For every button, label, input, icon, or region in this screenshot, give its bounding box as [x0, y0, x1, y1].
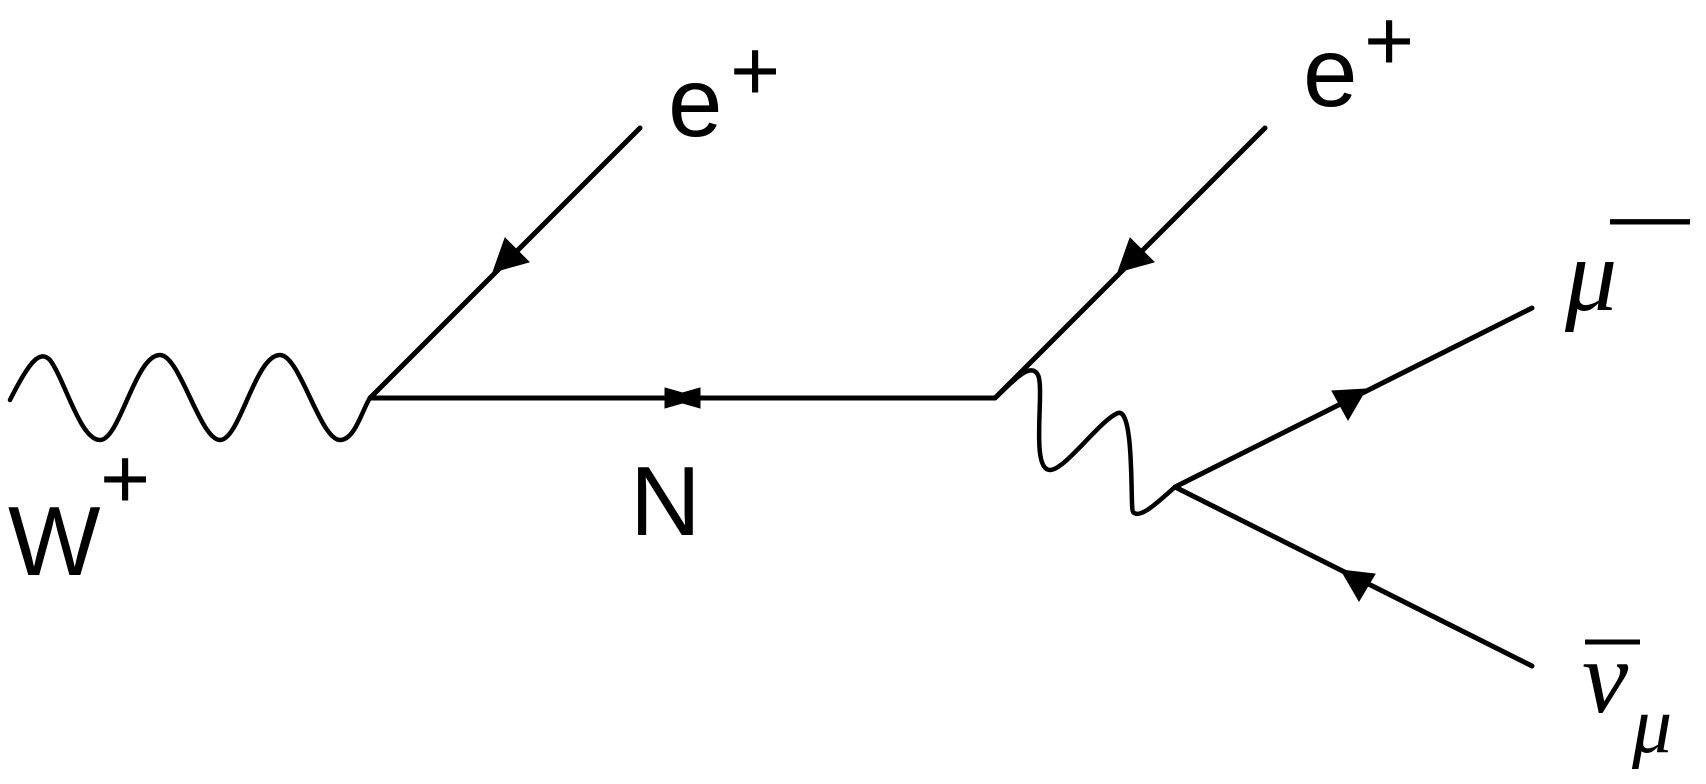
w-label-main: W [8, 486, 101, 596]
muon-arrow [1331, 388, 1367, 422]
mu-label-main: μ [1564, 218, 1617, 333]
e1-label-sup: + [730, 23, 780, 119]
positron-label-2: e + [1303, 0, 1414, 127]
mu-label-sup: — [1610, 170, 1690, 259]
e1-label-main: e [668, 47, 723, 157]
e2-label-main: e [1303, 17, 1358, 127]
majorana-mass-insertion [663, 387, 702, 409]
w-boson-propagator [7, 352, 373, 443]
positron-arrow-2 [1117, 237, 1155, 273]
nu-label-sub: μ [1631, 682, 1672, 770]
nu-label-main: ν [1582, 620, 1629, 735]
positron-label-1: e + [668, 23, 780, 157]
muon-label: μ — [1564, 170, 1690, 333]
positron-arrow-1 [492, 237, 530, 273]
n-label: N [630, 446, 701, 556]
w-label-sup: + [100, 431, 150, 527]
antineutrino-label: ν μ [1582, 620, 1672, 770]
w-plus-label: W + [8, 431, 150, 596]
e2-label-sup: + [1364, 0, 1414, 89]
virtual-w-propagator [992, 368, 1178, 516]
antineutrino-arrow [1340, 569, 1376, 602]
